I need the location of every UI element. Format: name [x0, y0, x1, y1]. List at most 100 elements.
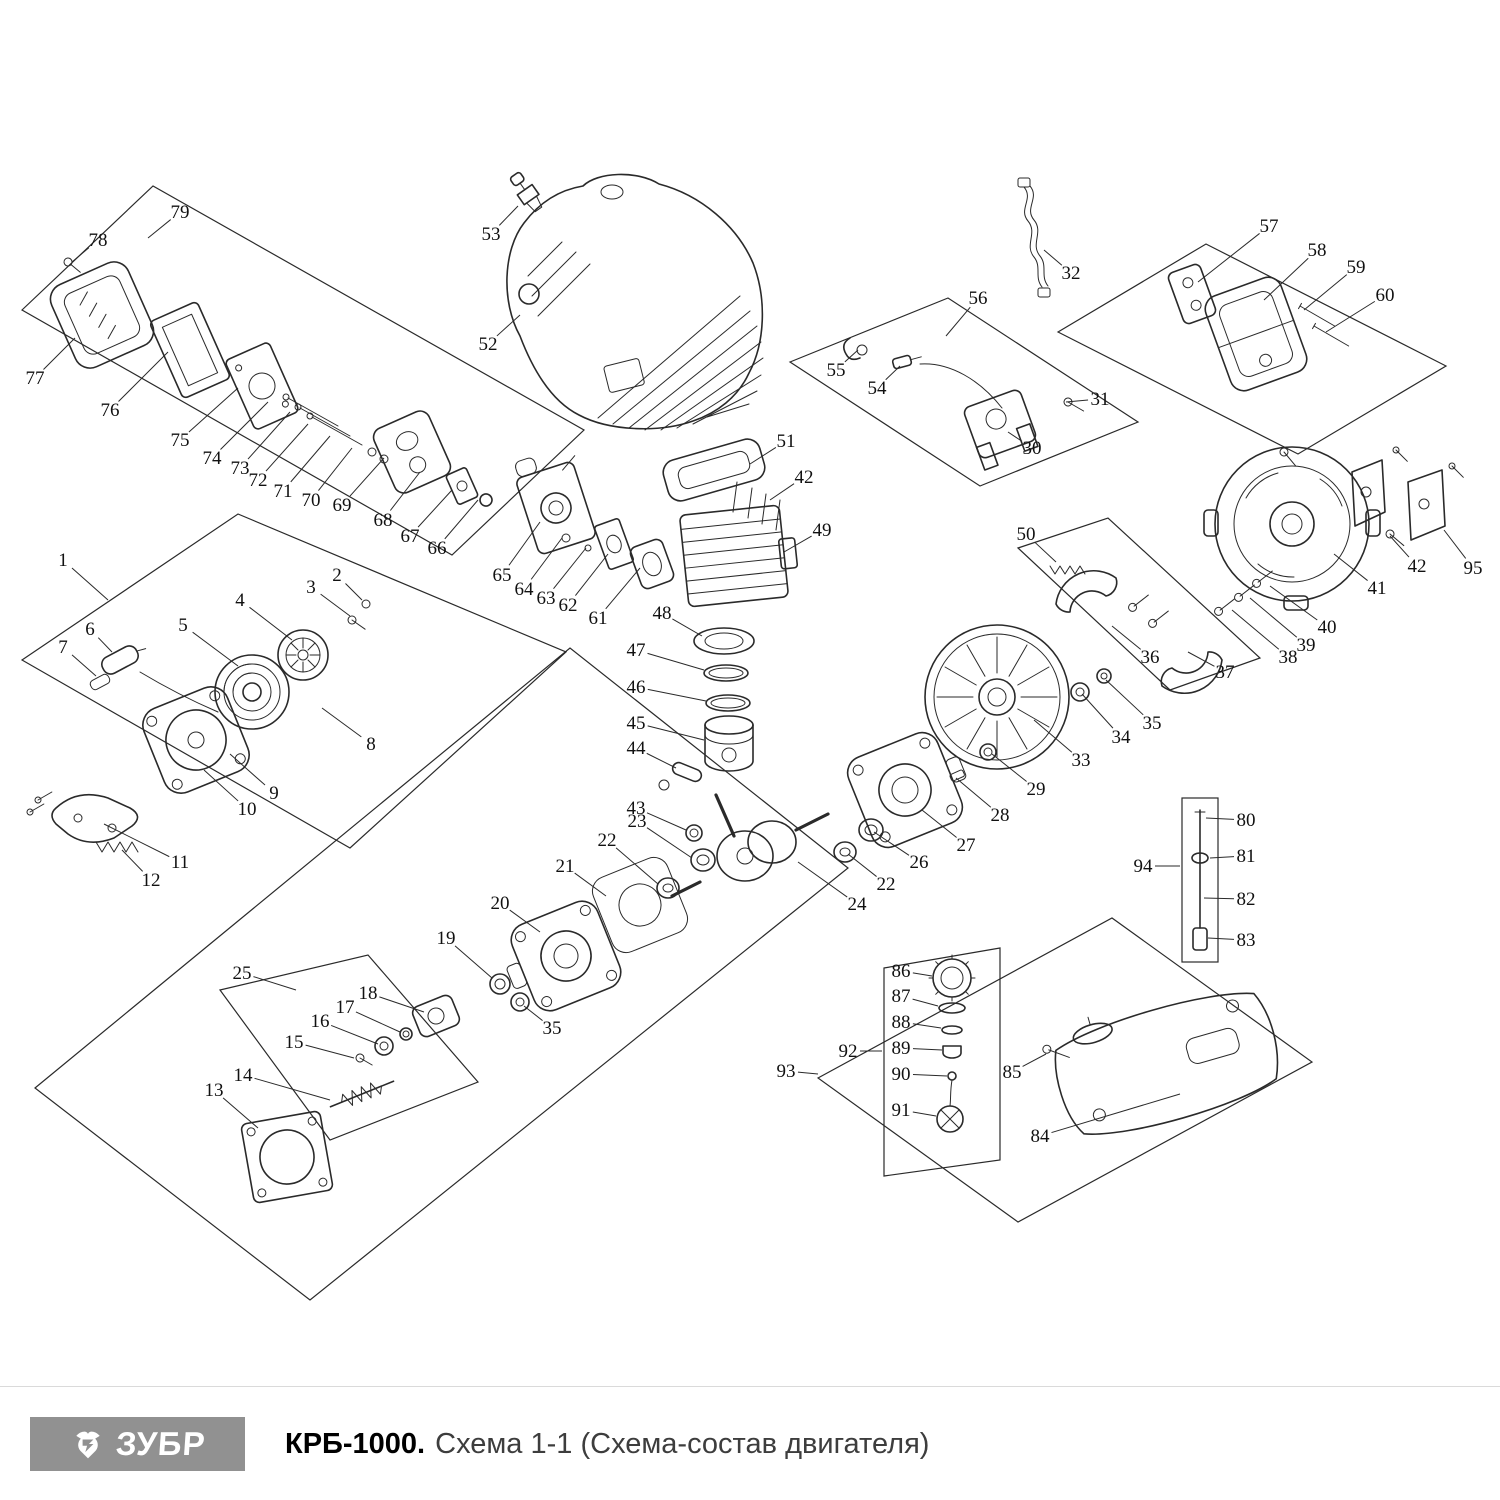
leader-line	[498, 205, 519, 226]
cable-adjuster	[891, 354, 922, 370]
part-number-label: 6	[85, 619, 95, 640]
leader-line	[188, 387, 239, 433]
fuel-cap-box-outline	[883, 947, 1001, 1177]
part-number-label: 69	[333, 495, 352, 516]
part-number-label: 18	[359, 983, 378, 1004]
part-number-label: 76	[101, 400, 120, 421]
fuel-tank-group	[928, 954, 1279, 1135]
leader-line	[1263, 257, 1309, 301]
leader-line	[797, 1071, 819, 1075]
part-number-label: 23	[628, 811, 647, 832]
fuel-pickup-group	[1191, 809, 1209, 951]
leader-line	[955, 777, 992, 808]
leader-line	[553, 547, 587, 589]
air-filter-box-outline	[20, 185, 586, 556]
part-number-label: 62	[559, 595, 578, 616]
leader-line	[71, 567, 109, 601]
fan-cover	[1203, 446, 1381, 611]
leader-line	[509, 909, 541, 933]
part-number-label: 16	[311, 1011, 330, 1032]
part-number-label: 49	[813, 520, 832, 541]
leader-line	[646, 812, 687, 831]
brand-name: ЗУБР	[114, 1425, 207, 1462]
case-seal	[510, 992, 530, 1012]
crankcase-left-group	[489, 856, 689, 1012]
part-number-label: 78	[89, 230, 108, 251]
part-number-label: 74	[203, 448, 223, 469]
leader-line	[247, 411, 291, 460]
part-number-label: 86	[892, 961, 911, 982]
leader-line	[318, 447, 353, 491]
part-number-label: 60	[1376, 285, 1395, 306]
part-number-label: 47	[627, 640, 646, 661]
leader-line	[43, 337, 76, 370]
fuel-pickup-box-outline	[1181, 797, 1219, 963]
shaft-with-spring	[329, 1080, 395, 1108]
part-number-label: 38	[1279, 647, 1298, 668]
muffler-group	[1167, 263, 1350, 392]
leader-line	[605, 567, 641, 610]
part-number-label: 42	[795, 467, 814, 488]
cap-cord-tip	[947, 1071, 957, 1081]
zubr-logo-icon	[75, 1431, 100, 1459]
part-number-label: 7	[58, 637, 68, 658]
case-bearing	[489, 973, 511, 995]
bracket-spring	[95, 841, 139, 853]
fan-cover-group	[1203, 446, 1405, 611]
leader-line	[97, 637, 113, 653]
leader-line	[305, 1044, 355, 1059]
leader-line	[1007, 431, 1023, 442]
leader-line	[222, 1097, 259, 1129]
leader-line	[646, 827, 693, 859]
leader-line	[783, 535, 812, 553]
part-number-label: 9	[269, 783, 279, 804]
gear-washer	[399, 1027, 413, 1041]
part-number-label: 8	[366, 734, 376, 755]
part-number-label: 73	[231, 458, 250, 479]
leader-line	[1187, 651, 1215, 667]
leader-line	[1105, 679, 1144, 716]
leader-line	[1269, 585, 1318, 621]
intake-spacer	[629, 538, 675, 590]
throttle-hook	[842, 337, 861, 361]
leader-line	[1197, 233, 1260, 283]
leader-line	[192, 631, 239, 667]
muffler-gasket	[1167, 263, 1217, 325]
leader-line	[379, 996, 425, 1013]
part-number-label: 39	[1297, 635, 1316, 656]
leader-line	[71, 247, 90, 263]
part-number-label: 32	[1062, 263, 1081, 284]
model-name: КРБ-1000.	[285, 1427, 426, 1460]
cap-seal	[941, 1025, 963, 1035]
part-number-label: 2	[332, 565, 342, 586]
part-number-label: 75	[171, 430, 190, 451]
part-number-label: 10	[238, 799, 257, 820]
crankcase-half-left	[506, 900, 622, 1012]
clutch-shoe-2	[1160, 651, 1223, 695]
part-number-label: 30	[1023, 438, 1042, 459]
oil-seal-right	[833, 841, 857, 863]
leader-line	[1203, 897, 1235, 900]
leader-line	[1111, 625, 1142, 650]
leader-line	[912, 1023, 942, 1029]
leader-line	[508, 521, 541, 566]
part-number-label: 91	[892, 1100, 911, 1121]
carb-insulator	[372, 410, 452, 494]
leader-line	[349, 457, 385, 497]
leader-line	[523, 1005, 543, 1021]
starter-handle	[101, 645, 147, 675]
piston-pin	[671, 761, 703, 783]
part-number-label: 25	[233, 963, 252, 984]
part-number-label: 13	[205, 1080, 224, 1101]
carb-gasket	[445, 467, 479, 505]
leader-line	[615, 847, 659, 885]
crankcase-gasket	[591, 856, 689, 954]
air-filter-backplate	[225, 342, 299, 430]
part-number-label: 22	[598, 830, 617, 851]
leader-line	[1231, 609, 1280, 650]
cylinder	[679, 504, 799, 608]
leader-line	[147, 219, 172, 239]
part-number-label: 72	[249, 470, 268, 491]
crank-bearing-left	[690, 848, 716, 872]
